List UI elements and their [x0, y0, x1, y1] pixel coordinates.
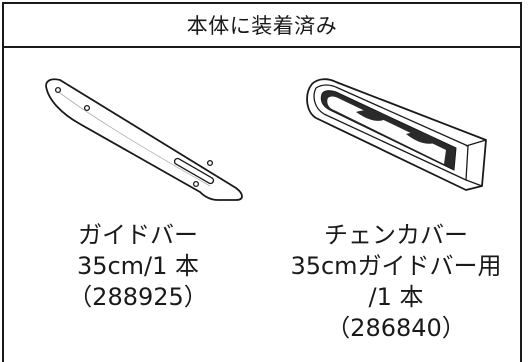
table-header: 本体に装着済み	[4, 4, 520, 48]
chain-cover-spec: 35cmガイドバー用	[290, 252, 502, 280]
chain-cover-icon	[306, 78, 487, 191]
chain-cover-name: チェンカバー	[324, 221, 468, 249]
guide-bar-part-number: （288925）	[68, 283, 208, 311]
guide-bar-icon	[45, 78, 243, 201]
parts-table: 本体に装着済み ガイドバー 35cm/1 本 （288925） チェンカバー 3…	[2, 2, 522, 362]
chain-cover-part-number: （286840）	[326, 314, 466, 342]
chain-cover-caption: チェンカバー 35cmガイドバー用 /1 本 （286840）	[276, 220, 516, 344]
chain-cover-quantity: /1 本	[368, 283, 424, 311]
header-title: 本体に装着済み	[186, 14, 338, 38]
guide-bar-caption: ガイドバー 35cm/1 本 （288925）	[38, 220, 238, 313]
guide-bar-name: ガイドバー	[78, 221, 198, 249]
guide-bar-spec: 35cm/1 本	[76, 252, 200, 280]
